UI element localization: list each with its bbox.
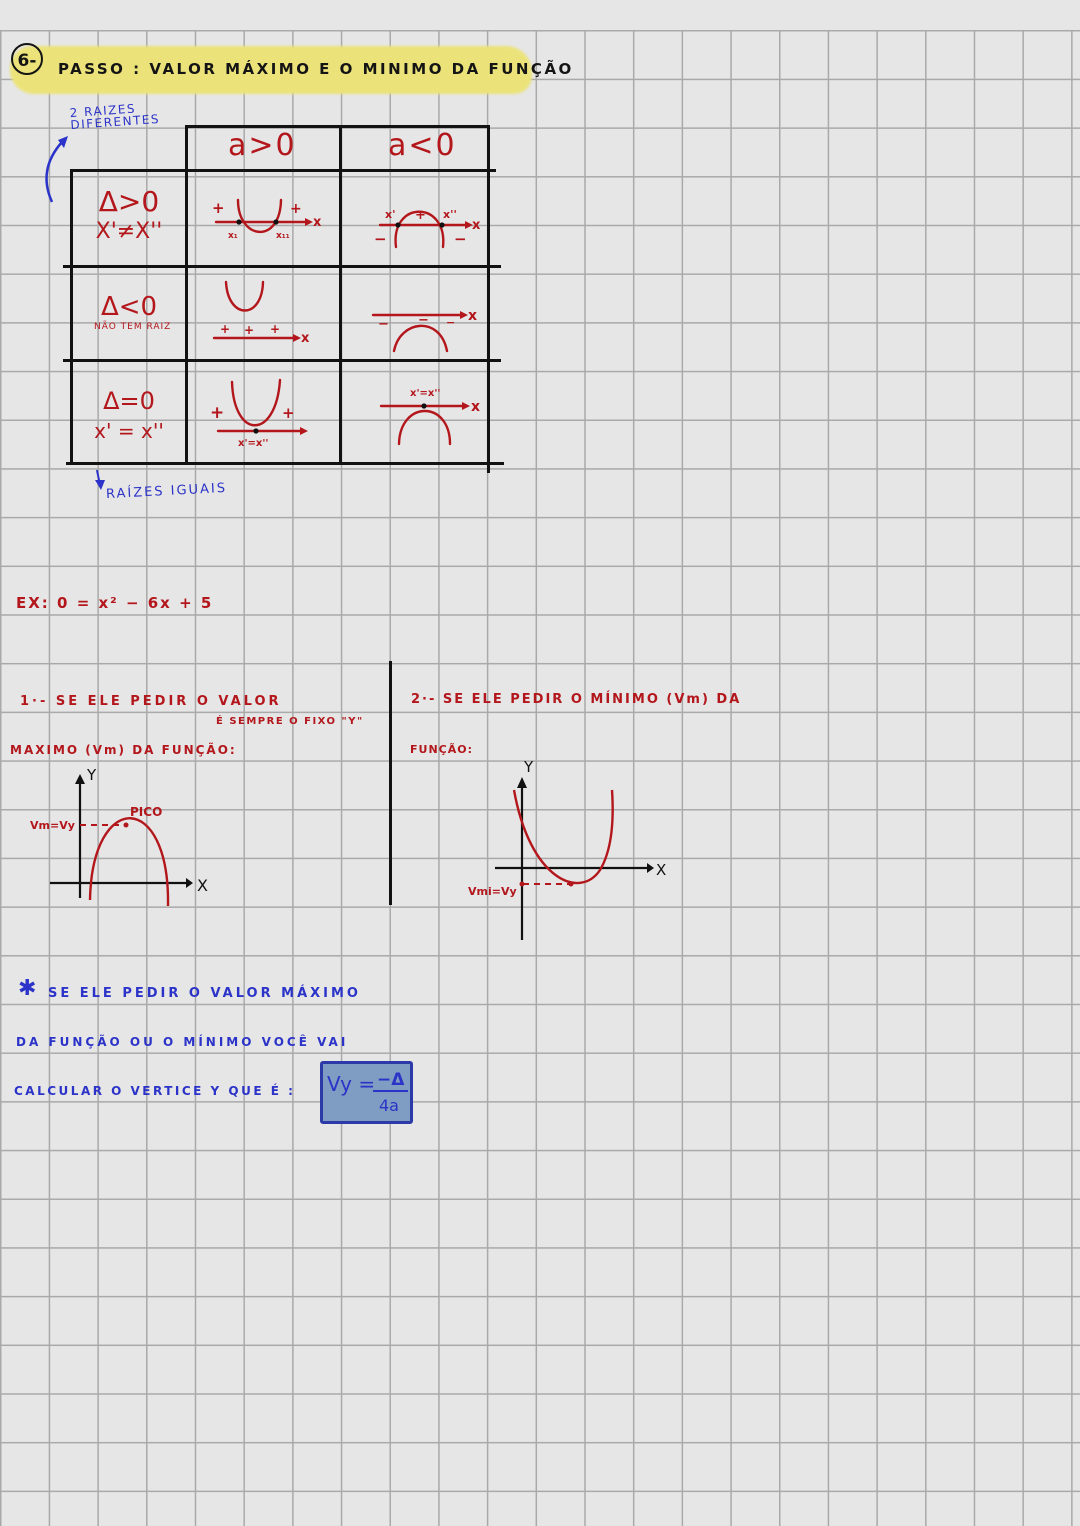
table-border <box>63 265 501 268</box>
case-min-line-2: FUNÇÃO: <box>410 743 473 756</box>
no-root-label: NÃO TEM RAIZ <box>94 322 172 332</box>
svg-text:x: x <box>313 215 322 230</box>
row-label-delta-negative: Δ<0 NÃO TEM RAIZ <box>74 292 184 332</box>
svg-text:+: + <box>270 322 280 336</box>
svg-text:x'': x'' <box>443 208 457 221</box>
formula-numerator: −Δ <box>373 1070 409 1092</box>
svg-text:x₁: x₁ <box>228 231 238 241</box>
svg-text:−: − <box>454 230 467 248</box>
case-max-note: É SEMPRE O FIXO "Y" <box>216 716 364 727</box>
summary-line-2: DA FUNÇÃO OU O MÍNIMO VOCÊ VAI <box>16 1035 349 1049</box>
vertex-formula-box: Vy = −Δ 4a <box>320 1061 413 1124</box>
svg-text:+: + <box>282 404 295 422</box>
svg-text:x'=x'': x'=x'' <box>238 438 268 449</box>
svg-text:x: x <box>471 399 480 415</box>
svg-text:+: + <box>290 201 302 217</box>
svg-text:X: X <box>656 861 666 879</box>
delta-negative: Δ<0 <box>100 292 158 322</box>
star-icon: ✱ <box>18 976 37 1001</box>
step-number-badge: 6- <box>11 43 43 75</box>
svg-text:+: + <box>415 208 426 223</box>
table-border <box>70 169 73 464</box>
svg-text:−: − <box>378 317 389 332</box>
summary-line-3: CALCULAR O VERTICE Y QUE É : <box>14 1084 296 1098</box>
svg-text:−: − <box>374 230 387 248</box>
delta-zero: Δ=0 <box>103 387 155 415</box>
equal-roots-label: x' = x'' <box>94 419 164 443</box>
row-label-delta-positive: Δ>0 X'≠X'' <box>74 186 184 246</box>
graph-paper-grid <box>0 30 1080 1526</box>
table-border <box>339 125 342 464</box>
column-header-a-negative: a<0 <box>388 128 457 163</box>
page-title: PASSO : VALOR MÁXIMO E O MINIMO DA FUNÇÃ… <box>58 60 574 78</box>
svg-text:−: − <box>254 225 263 238</box>
svg-text:x: x <box>472 218 481 233</box>
formula-lhs: Vy = <box>327 1072 376 1096</box>
svg-text:x: x <box>301 331 310 346</box>
case-max-line-1: 1·- SE ELE PEDIR O VALOR <box>20 694 282 709</box>
svg-text:+: + <box>212 199 225 217</box>
svg-text:−: − <box>418 313 429 328</box>
table-border <box>185 125 188 464</box>
table-border <box>70 169 496 172</box>
example-equation: EX: 0 = x² − 6x + 5 <box>16 594 214 612</box>
svg-text:x₁₁: x₁₁ <box>276 231 290 241</box>
table-border <box>186 125 489 128</box>
svg-text:Y: Y <box>523 758 534 776</box>
svg-text:+: + <box>220 322 230 336</box>
svg-text:Vmi=Vy: Vmi=Vy <box>468 885 517 898</box>
svg-text:x'=x'': x'=x'' <box>410 388 440 399</box>
title-highlight <box>10 46 532 94</box>
svg-text:−: − <box>446 316 455 329</box>
svg-text:+: + <box>244 323 254 337</box>
case-min-line-1: 2·- SE ELE PEDIR O MÍNIMO (Vm) DA <box>411 692 742 707</box>
distinct-roots-label: X'≠X'' <box>95 219 163 244</box>
delta-positive: Δ>0 <box>98 185 160 218</box>
table-border <box>66 462 504 465</box>
svg-text:Vm=Vy: Vm=Vy <box>30 819 75 832</box>
svg-text:x: x <box>468 308 477 324</box>
svg-text:+: + <box>210 403 224 423</box>
table-border <box>487 125 490 473</box>
summary-line-1: SE ELE PEDIR O VALOR MÁXIMO <box>48 986 361 1001</box>
svg-text:Y: Y <box>86 766 97 784</box>
formula-denominator: 4a <box>379 1096 399 1115</box>
table-border <box>63 359 501 362</box>
svg-text:x': x' <box>385 208 395 221</box>
column-header-a-positive: a>0 <box>228 128 297 163</box>
section-divider <box>389 661 392 905</box>
case-max-line-2: MAXIMO (Vm) DA FUNÇÃO: <box>10 743 237 757</box>
svg-text:PICO: PICO <box>130 805 162 819</box>
row-label-delta-zero: Δ=0 x' = x'' <box>74 386 184 446</box>
svg-text:X: X <box>197 876 208 895</box>
